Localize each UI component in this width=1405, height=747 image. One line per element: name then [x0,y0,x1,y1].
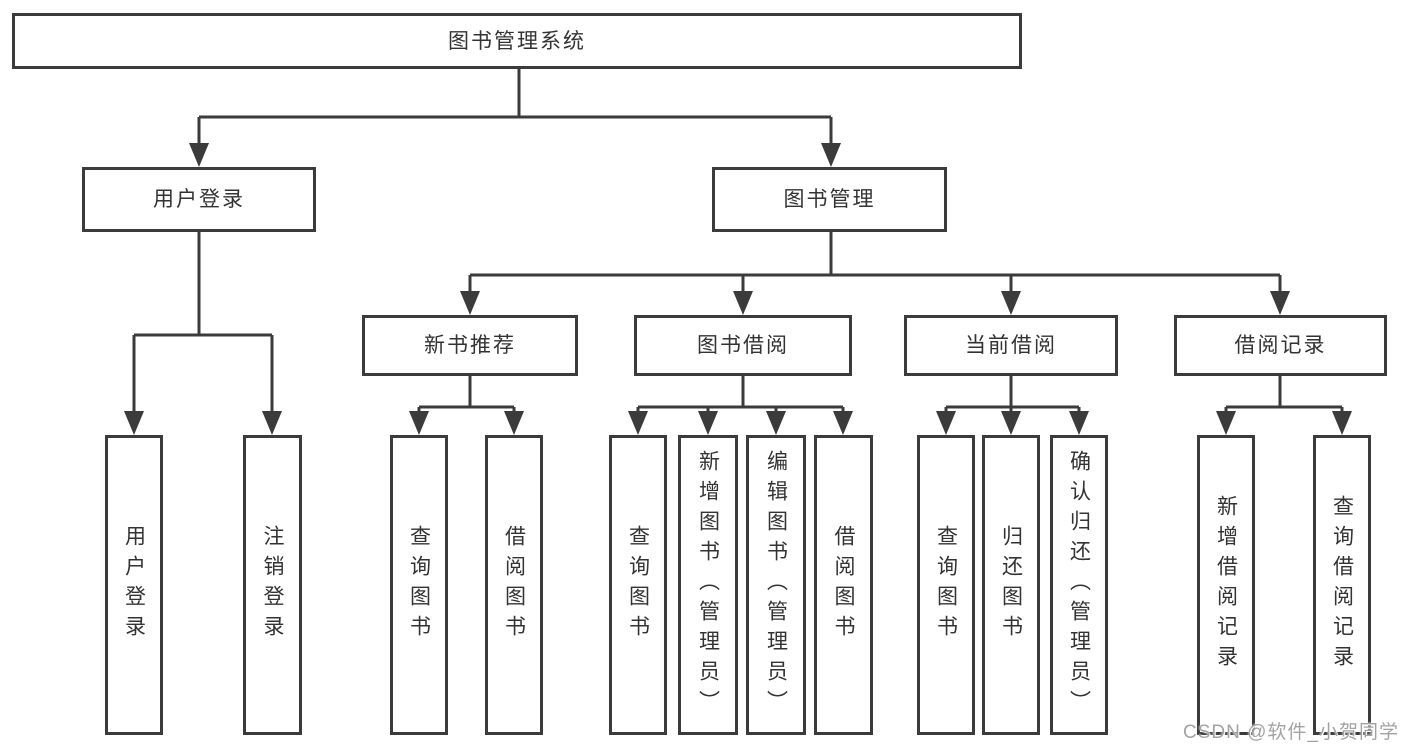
leaf-edit-books-admin: 编辑图书（管理员） [746,435,806,735]
arrowhead-icon [1270,291,1290,315]
leaf-query-books-current-label: 查询图书 [934,525,958,645]
node-user-login-label: 用户登录 [153,188,245,211]
arrowhead-icon [936,411,956,435]
leaf-edit-books-admin-label: 编辑图书（管理员） [764,450,788,720]
arrowhead-icon [1332,411,1352,435]
node-new-book-recommend-label: 新书推荐 [424,334,516,357]
arrowhead-icon [262,411,282,435]
node-new-book-recommend: 新书推荐 [362,315,578,376]
leaf-return-books-label: 归还图书 [999,525,1023,645]
arrowhead-icon [1001,291,1021,315]
arrowhead-icon [1069,411,1089,435]
arrowhead-icon [409,411,429,435]
arrowhead-icon [124,411,144,435]
leaf-query-books-recommend-label: 查询图书 [407,525,431,645]
node-borrowing-records-label: 借阅记录 [1234,334,1327,357]
node-user-login: 用户登录 [82,167,316,232]
arrowhead-icon [460,291,480,315]
node-borrowing-records: 借阅记录 [1174,315,1387,376]
leaf-query-books-recommend: 查询图书 [390,435,448,735]
leaf-confirm-return-admin: 确认归还（管理员） [1050,435,1108,735]
leaf-borrow-books-recommend-label: 借阅图书 [502,525,526,645]
leaf-add-books-admin-label: 新增图书（管理员） [696,450,720,720]
leaf-query-books-borrowing-label: 查询图书 [626,525,650,645]
arrowhead-icon [766,411,786,435]
leaf-add-borrow-record: 新增借阅记录 [1197,435,1255,735]
leaf-logout-label: 注销登录 [261,525,284,645]
leaf-logout: 注销登录 [243,435,302,735]
arrowhead-icon [733,291,753,315]
arrowhead-icon [504,411,524,435]
arrowhead-icon [628,411,648,435]
node-book-management-label: 图书管理 [783,188,876,211]
csdn-watermark: CSDN @软件_小贺同学 [1183,722,1399,743]
leaf-borrow-books-borrowing-label: 借阅图书 [832,525,855,645]
arrowhead-icon [833,411,853,435]
leaf-borrow-books-recommend: 借阅图书 [485,435,543,735]
arrowhead-icon [698,411,718,435]
arrowhead-icon [1001,411,1021,435]
arrowhead-icon [1216,411,1236,435]
leaf-confirm-return-admin-label: 确认归还（管理员） [1067,450,1091,720]
arrowhead-icon [821,143,841,167]
leaf-user-login: 用户登录 [105,435,163,735]
tree-edges [132,69,1344,414]
node-library-system-label: 图书管理系统 [448,29,586,53]
leaf-query-borrow-record-label: 查询借阅记录 [1330,495,1354,675]
leaf-add-books-admin: 新增图书（管理员） [678,435,738,735]
leaf-query-books-borrowing: 查询图书 [609,435,667,735]
node-book-borrowing-label: 图书借阅 [697,334,789,357]
leaf-query-borrow-record: 查询借阅记录 [1313,435,1371,735]
node-book-borrowing: 图书借阅 [634,315,852,376]
leaf-user-login-label: 用户登录 [122,525,146,645]
node-current-borrowing: 当前借阅 [904,315,1118,376]
leaf-borrow-books-borrowing: 借阅图书 [814,435,873,735]
leaf-query-books-current: 查询图书 [917,435,975,735]
leaf-add-borrow-record-label: 新增借阅记录 [1214,495,1238,675]
arrowhead-icon [189,143,209,167]
node-current-borrowing-label: 当前借阅 [965,334,1057,357]
node-book-management: 图书管理 [712,167,947,232]
leaf-return-books: 归还图书 [982,435,1040,735]
node-library-system: 图书管理系统 [12,13,1022,69]
